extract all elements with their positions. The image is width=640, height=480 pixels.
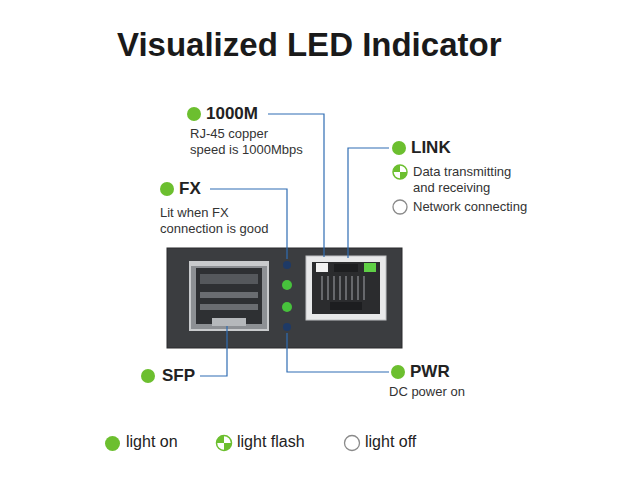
- legend-swatch: [105, 436, 120, 451]
- state-note: Data transmitting and receiving: [413, 164, 525, 196]
- state-note: Network connecting: [413, 199, 527, 215]
- legend-text: light off: [365, 432, 416, 452]
- legend-symbol: [343, 434, 361, 452]
- indicator-note: RJ-45 copper speed is 1000Mbps: [190, 126, 306, 158]
- indicator-name: PWR: [410, 362, 450, 382]
- page-title: Visualized LED Indicator: [117, 26, 501, 64]
- indicator-name: 1000M: [206, 104, 258, 124]
- indicator-note: DC power on: [389, 384, 465, 400]
- legend-text: light on: [126, 432, 178, 452]
- legend-symbol: [215, 434, 233, 452]
- indicator-note: Lit when FX connection is good: [160, 205, 278, 237]
- port-name: SFP: [162, 366, 195, 386]
- indicator-name: LINK: [411, 138, 451, 158]
- indicator-name: FX: [179, 179, 201, 199]
- legend-text: light flash: [237, 432, 305, 452]
